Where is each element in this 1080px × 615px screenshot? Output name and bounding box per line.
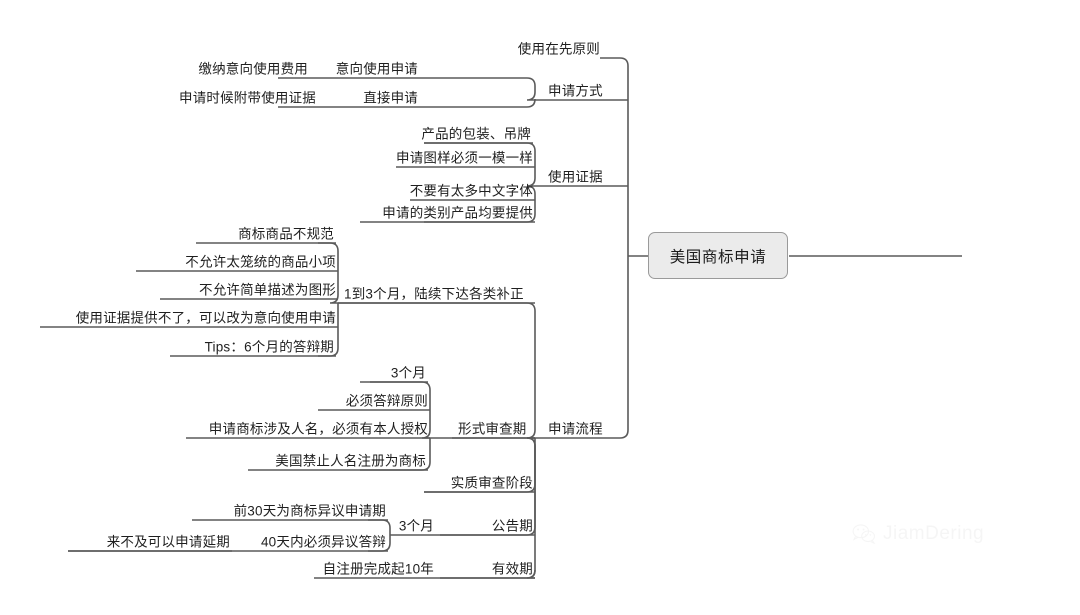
wechat-icon bbox=[852, 524, 876, 544]
node-publication-period[interactable]: 公告期 bbox=[491, 518, 533, 534]
leaf-three-months-a[interactable]: 3个月 bbox=[390, 365, 426, 381]
leaf-no-simple-figure[interactable]: 不允许简单描述为图形 bbox=[199, 282, 336, 298]
leaf-goods-nonstandard[interactable]: 商标商品不规范 bbox=[238, 226, 334, 242]
leaf-ten-years[interactable]: 自注册完成起10年 bbox=[322, 561, 434, 577]
node-direct-application[interactable]: 直接申请 bbox=[363, 90, 418, 106]
spine-application-method-b bbox=[420, 98, 536, 108]
node-substantive-exam[interactable]: 实质审查阶段 bbox=[450, 475, 533, 491]
leaf-three-months-b[interactable]: 3个月 bbox=[398, 518, 434, 534]
leaf-packaging-tags[interactable]: 产品的包装、吊牌 bbox=[421, 126, 531, 142]
leaf-us-forbids-name[interactable]: 美国禁止人名注册为商标 bbox=[275, 453, 426, 469]
branch-evidence-of-use[interactable]: 使用证据 bbox=[548, 169, 603, 185]
branch-application-method[interactable]: 申请方式 bbox=[548, 83, 603, 99]
node-validity-period[interactable]: 有效期 bbox=[491, 561, 533, 577]
node-one-to-three-months[interactable]: 1到3个月，陆续下达各类补正 bbox=[344, 286, 524, 302]
leaf-all-classes-provide[interactable]: 申请的类别产品均要提供 bbox=[382, 205, 533, 221]
leaf-cannot-provide-evidence[interactable]: 使用证据提供不了，可以改为意向使用申请 bbox=[75, 310, 336, 326]
watermark: JiamDering bbox=[852, 523, 984, 545]
leaf-no-chinese-fonts[interactable]: 不要有太多中文字体 bbox=[409, 183, 533, 199]
leaf-must-reply[interactable]: 必须答辩原则 bbox=[345, 393, 428, 409]
root-node[interactable]: 美国商标申请 bbox=[648, 232, 788, 279]
bottom-main-spine bbox=[604, 256, 629, 439]
leaf-reply-in-40-days[interactable]: 40天内必须异议答辩 bbox=[260, 534, 386, 550]
watermark-text: JiamDering bbox=[883, 523, 985, 544]
leaf-can-apply-extension[interactable]: 来不及可以申请延期 bbox=[106, 534, 230, 550]
node-intent-to-use[interactable]: 意向使用申请 bbox=[335, 61, 418, 77]
branch-application-process[interactable]: 申请流程 bbox=[548, 421, 603, 437]
root-node-label: 美国商标申请 bbox=[669, 248, 767, 266]
spine-process-bottom bbox=[526, 438, 536, 579]
leaf-tips-six-months[interactable]: Tips：6个月的答辩期 bbox=[204, 339, 334, 355]
leaf-exact-same-mark[interactable]: 申请图样必须一模一样 bbox=[396, 150, 533, 166]
leaf-attach-evidence[interactable]: 申请时候附带使用证据 bbox=[179, 90, 316, 106]
leaf-no-broad-items[interactable]: 不允许太笼统的商品小项 bbox=[185, 254, 336, 270]
branch-use-first-principle[interactable]: 使用在先原则 bbox=[517, 41, 600, 57]
spine-process-top bbox=[338, 302, 536, 439]
leaf-first-30-days[interactable]: 前30天为商标异议申请期 bbox=[233, 503, 386, 519]
spine-application-method bbox=[420, 77, 540, 101]
leaf-pay-intent-fee[interactable]: 缴纳意向使用费用 bbox=[198, 61, 308, 77]
top-main-spine bbox=[600, 57, 629, 256]
leaf-person-name-auth[interactable]: 申请商标涉及人名，必须有本人授权 bbox=[208, 421, 428, 437]
node-formal-exam[interactable]: 形式审查期 bbox=[458, 421, 527, 437]
